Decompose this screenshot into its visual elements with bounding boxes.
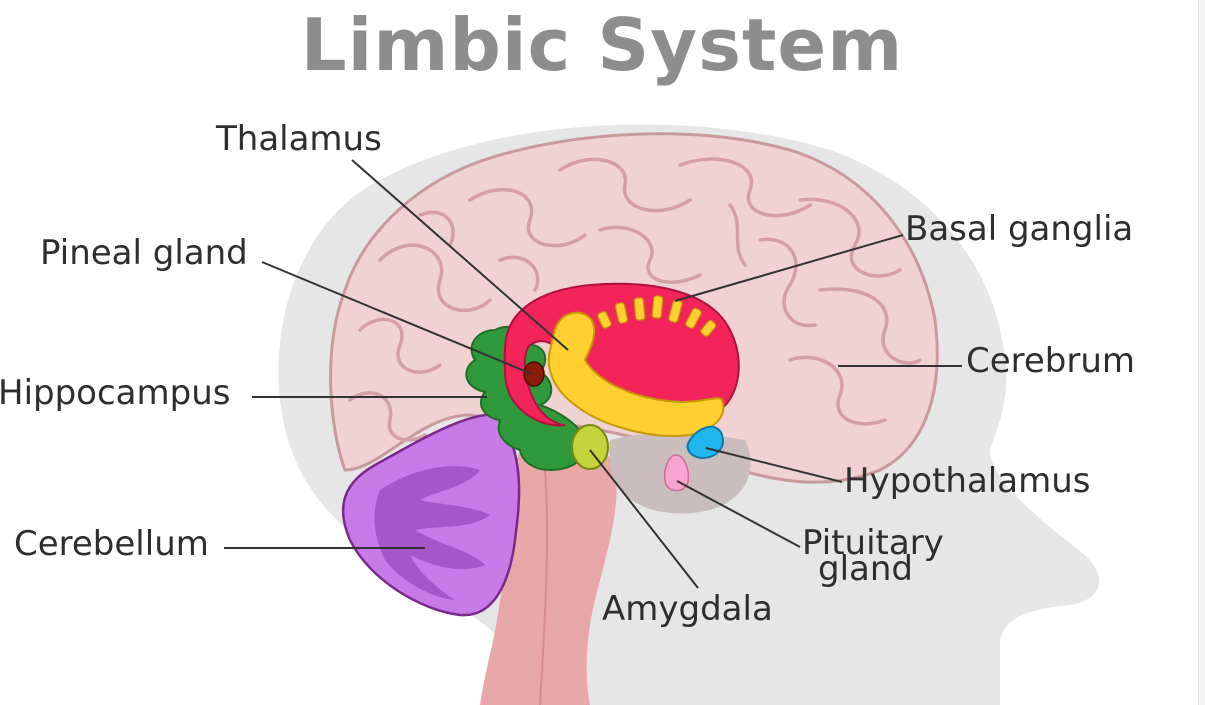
leader-thalamus xyxy=(351,159,569,351)
pineal-gland xyxy=(523,361,545,387)
label-thalamus: Thalamus xyxy=(215,119,382,159)
basal-ganglia-striations xyxy=(597,295,717,337)
leader-basal-ganglia xyxy=(674,234,904,302)
diagram-title: Limbic System xyxy=(301,3,903,87)
pituitary-gland xyxy=(664,454,690,492)
leader-pituitary xyxy=(676,480,801,548)
window-edge xyxy=(1198,0,1205,705)
cerebrum-gyri xyxy=(348,157,922,442)
label-basal-ganglia: Basal ganglia xyxy=(905,209,1133,249)
leader-pineal-gland xyxy=(261,261,533,375)
label-hypothalamus: Hypothalamus xyxy=(844,461,1090,501)
cerebellum-arbor-vitae xyxy=(374,466,490,600)
spinal-cord-center-line xyxy=(539,469,549,705)
label-pituitary-line1: Pituitary xyxy=(802,523,944,563)
label-cerebrum: Cerebrum xyxy=(966,341,1135,381)
label-amygdala: Amygdala xyxy=(602,589,773,629)
label-pineal-gland: Pineal gland xyxy=(40,233,248,273)
label-hippocampus: Hippocampus xyxy=(0,373,230,413)
leader-hypothalamus xyxy=(705,447,843,483)
label-pituitary-line2: gland xyxy=(818,549,913,589)
amygdala xyxy=(571,424,609,470)
leader-amygdala xyxy=(589,449,699,589)
leader-lines xyxy=(224,159,962,589)
label-cerebellum: Cerebellum xyxy=(14,524,209,564)
thalamus xyxy=(547,311,725,437)
